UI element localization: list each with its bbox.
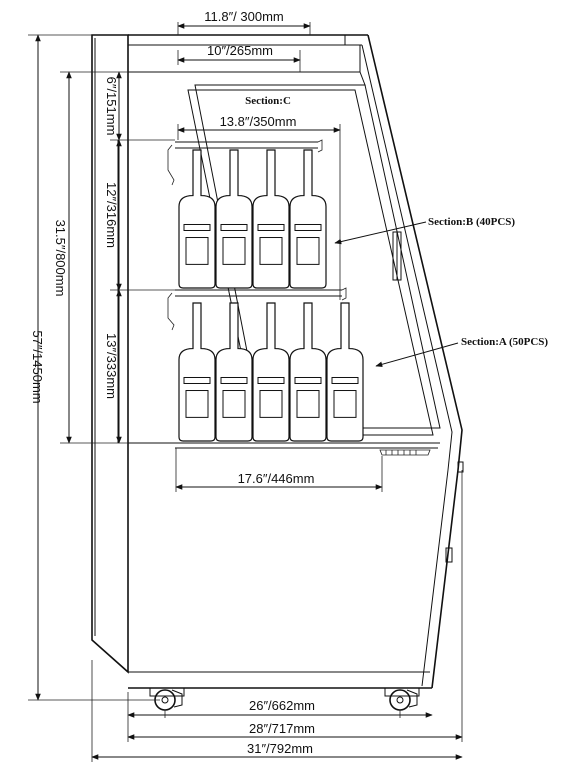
base-shelf-depth-label: 17.6″/446mm (238, 471, 315, 486)
bottle-label (296, 237, 320, 265)
bottle-label (333, 390, 357, 418)
bottle (252, 149, 290, 289)
bottle-label-band (220, 376, 248, 384)
bottle-label-band (183, 223, 211, 231)
section-a-height-label: 13″/333mm (104, 333, 119, 399)
bottle-label (222, 390, 246, 418)
bottle-label-band (294, 223, 322, 231)
bottles (178, 149, 364, 442)
dimension-lines (28, 22, 463, 762)
section-c-label: Section:C (245, 95, 291, 107)
bottle (178, 149, 216, 289)
section-c-height-label: 6″/151mm (104, 77, 119, 136)
section-b-height-label: 12″/316mm (104, 182, 119, 248)
bottle-label-band (294, 376, 322, 384)
bottle-label (185, 237, 209, 265)
top-width-label: 11.8″/ 300mm (204, 9, 284, 24)
total-width-label: 31″/792mm (247, 741, 313, 756)
bottle (178, 302, 216, 442)
bottle (215, 302, 253, 442)
section-b-label: Section:B (40PCS) (428, 216, 515, 228)
wheel-base-label: 26″/662mm (249, 698, 315, 713)
bottle (289, 149, 327, 289)
bottle-label-band (331, 376, 359, 384)
bottle-label-band (257, 223, 285, 231)
bottle-label-band (183, 376, 211, 384)
bottle-label-band (220, 223, 248, 231)
inner-top-width-label: 10″/265mm (207, 43, 273, 58)
total-height-label: 57″/1450mm (30, 330, 45, 403)
body-width-label: 28″/717mm (249, 721, 315, 736)
bottle-label (296, 390, 320, 418)
bottle-label (222, 237, 246, 265)
bottle (215, 149, 253, 289)
bottle-label (259, 237, 283, 265)
bottle (326, 302, 364, 442)
bottle-label (185, 390, 209, 418)
bottle-label-band (257, 376, 285, 384)
display-height-label: 31.5″/800mm (53, 220, 68, 297)
bottle (252, 302, 290, 442)
bottle (289, 302, 327, 442)
shelf-depth-label: 13.8″/350mm (220, 114, 297, 129)
section-a-label: Section:A (50PCS) (461, 336, 548, 348)
bottle-label (259, 390, 283, 418)
